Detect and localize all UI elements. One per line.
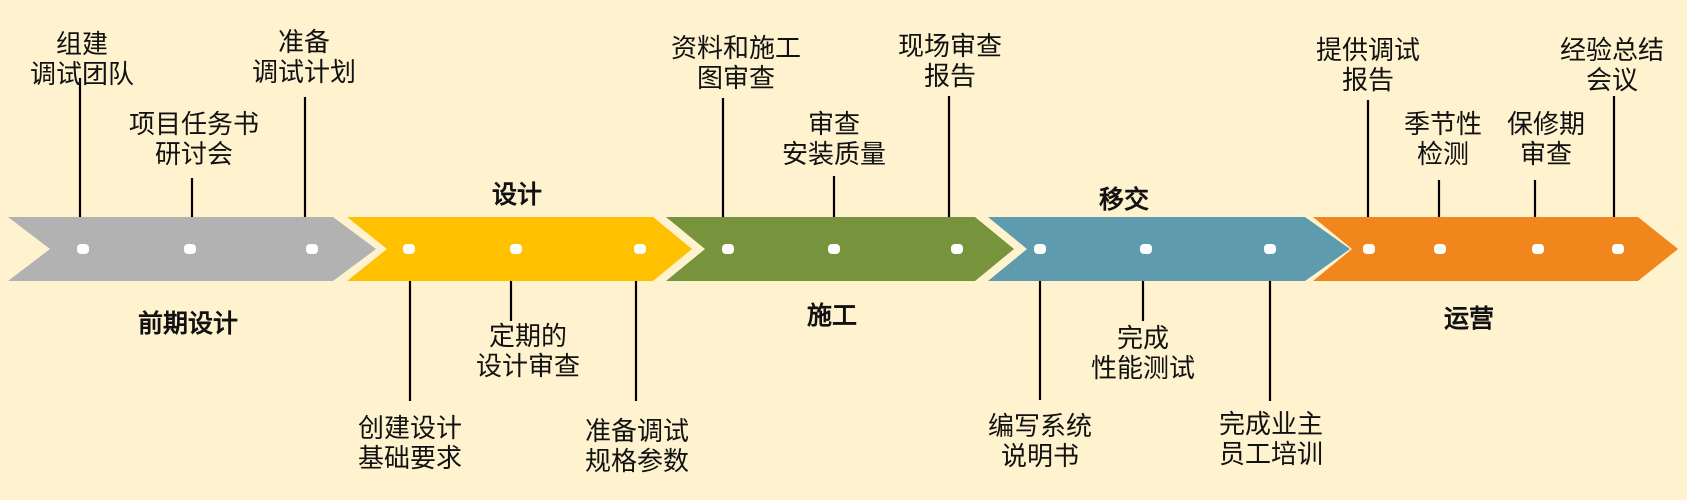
milestone-dot — [1363, 244, 1375, 254]
milestone-label: 审查安装质量 — [782, 110, 886, 170]
milestone-dot — [1264, 244, 1276, 254]
milestone-dot — [722, 244, 734, 254]
milestone-label-line: 性能测试 — [1090, 354, 1196, 384]
milestone-label-line: 现场审查 — [897, 32, 1003, 62]
milestone-label-line: 设计审查 — [475, 352, 581, 382]
milestone-label-line: 编写系统 — [987, 412, 1093, 442]
milestone-label-line: 员工培训 — [1218, 440, 1324, 470]
milestone-label-line: 季节性 — [1403, 110, 1483, 140]
milestone-dot — [77, 244, 89, 254]
phase-label-design: 设计 — [491, 180, 543, 209]
milestone-label: 项目任务书研讨会 — [129, 110, 259, 170]
milestone-label: 保修期审查 — [1507, 110, 1585, 170]
milestone-dot — [634, 244, 646, 254]
milestone-label: 提供调试报告 — [1316, 36, 1420, 96]
milestone-label-line: 准备调试 — [584, 417, 690, 447]
milestone-label-line: 准备 — [277, 28, 331, 58]
milestone-dot — [828, 244, 840, 254]
milestone-dot — [184, 244, 196, 254]
milestone-label-line: 研讨会 — [154, 140, 234, 170]
milestone-label-line: 调试团队 — [29, 60, 135, 90]
phase-label-predesign: 前期设计 — [137, 309, 239, 338]
milestone-label: 准备调试规格参数 — [585, 417, 689, 477]
milestone-dot — [1140, 244, 1152, 254]
milestone-label: 完成业主员工培训 — [1219, 410, 1323, 470]
milestone-label: 现场审查报告 — [898, 32, 1002, 92]
milestone-label-line: 审查 — [1519, 140, 1573, 170]
milestone-dot — [1034, 244, 1046, 254]
phase-label-operation: 运营 — [1443, 304, 1495, 333]
milestone-dot — [1434, 244, 1446, 254]
milestone-label-line: 完成业主 — [1218, 410, 1324, 440]
milestone-dot — [306, 244, 318, 254]
milestone-label: 资料和施工图审查 — [671, 34, 801, 94]
milestone-label-line: 提供调试 — [1315, 36, 1421, 66]
milestone-label-line: 检测 — [1416, 140, 1470, 170]
milestone-label-line: 完成 — [1116, 324, 1170, 354]
milestone-label-line: 报告 — [1341, 66, 1395, 96]
milestone-label-line: 图审查 — [696, 64, 776, 94]
milestone-label: 季节性检测 — [1404, 110, 1482, 170]
milestone-label: 准备调试计划 — [252, 28, 356, 88]
milestone-dot — [1532, 244, 1544, 254]
milestone-label-line: 调试计划 — [251, 58, 357, 88]
milestone-label-line: 安装质量 — [781, 140, 887, 170]
milestone-label-line: 组建 — [55, 30, 109, 60]
milestone-label: 组建调试团队 — [30, 30, 134, 90]
milestone-label-line: 保修期 — [1506, 110, 1586, 140]
milestone-dot — [403, 244, 415, 254]
milestone-label-line: 规格参数 — [584, 447, 690, 477]
milestone-label-line: 说明书 — [1000, 442, 1080, 472]
milestone-label-line: 项目任务书 — [128, 110, 260, 140]
phase-label-handover: 移交 — [1098, 185, 1150, 214]
milestone-label-line: 会议 — [1585, 66, 1639, 96]
milestone-label-line: 报告 — [923, 62, 977, 92]
milestone-label: 完成性能测试 — [1091, 324, 1195, 384]
milestone-dot — [1612, 244, 1624, 254]
milestone-label: 定期的设计审查 — [476, 322, 580, 382]
milestone-label: 编写系统说明书 — [988, 412, 1092, 472]
milestone-label: 经验总结会议 — [1560, 36, 1664, 96]
chevron-operation — [1313, 217, 1678, 281]
milestone-label-line: 定期的 — [488, 322, 568, 352]
milestone-label: 创建设计基础要求 — [358, 414, 462, 474]
milestone-label-line: 创建设计 — [357, 414, 463, 444]
milestone-dot — [510, 244, 522, 254]
phase-label-construction: 施工 — [806, 301, 858, 330]
milestone-dot — [951, 244, 963, 254]
chevron-handover — [988, 217, 1350, 281]
milestone-label-line: 审查 — [807, 110, 861, 140]
milestone-label-line: 基础要求 — [357, 444, 463, 474]
milestone-label-line: 经验总结 — [1559, 36, 1665, 66]
milestone-label-line: 资料和施工 — [670, 34, 802, 64]
